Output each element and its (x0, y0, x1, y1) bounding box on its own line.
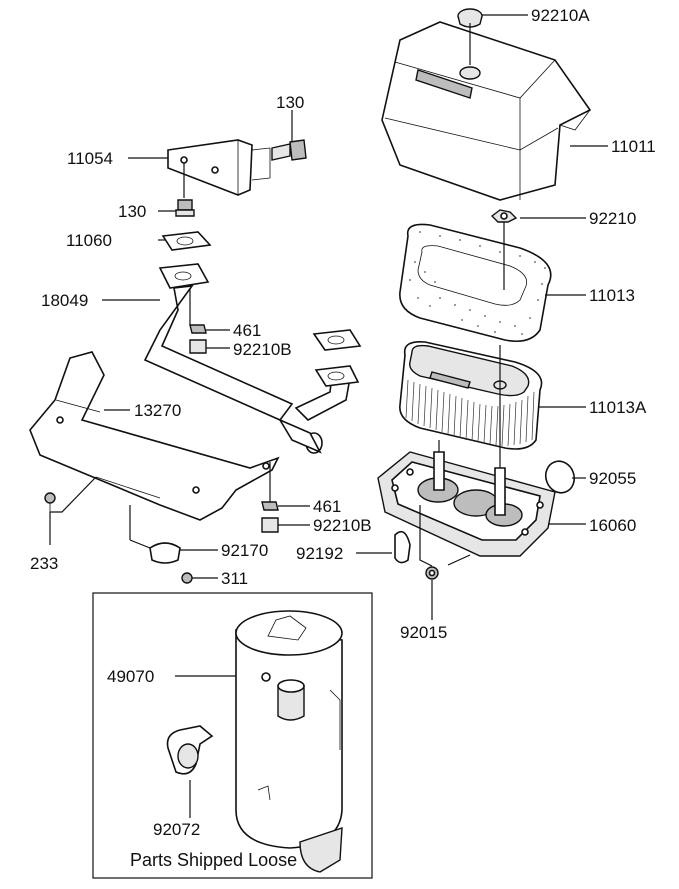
muffler-clamp (166, 725, 214, 775)
label-11054: 11054 (67, 149, 113, 168)
label-92210B-lower: 92210B (313, 516, 372, 535)
label-11060: 11060 (66, 231, 112, 250)
muffler (235, 610, 343, 873)
nut-311 (181, 572, 193, 584)
label-92210: 92210 (589, 209, 636, 228)
label-92192: 92192 (296, 544, 343, 563)
label-92170: 92170 (221, 541, 268, 560)
exhaust-bracket (167, 139, 271, 196)
label-311: 311 (221, 569, 248, 588)
clamp (149, 542, 181, 564)
label-92055: 92055 (589, 469, 636, 488)
bolt-bottom (175, 199, 195, 217)
label-16060: 16060 (589, 516, 636, 535)
air-cleaner-base (377, 440, 556, 557)
label-92210B-upper: 92210B (233, 340, 292, 359)
part-labels: 92210A 11011 130 11054 130 11060 92210 1… (30, 6, 656, 839)
label-11013A: 11013A (589, 398, 647, 417)
screw (44, 492, 56, 512)
label-233: 233 (30, 554, 58, 573)
breather-tube (394, 530, 411, 564)
leader-lines (49, 14, 608, 620)
bolt-top (271, 139, 307, 161)
exhaust-pipe (143, 263, 362, 454)
o-ring (544, 460, 576, 494)
nut-washer-upper (189, 324, 207, 354)
label-49070: 49070 (107, 667, 154, 686)
air-cleaner-cover (381, 21, 592, 201)
label-11013: 11013 (589, 286, 635, 305)
label-130-bottom: 130 (118, 202, 146, 221)
label-18049: 18049 (41, 291, 88, 310)
filter-pleats (405, 379, 535, 447)
nut-washer-lower (261, 501, 279, 533)
air-filter-element (399, 340, 543, 450)
pre-cleaner-foam (399, 223, 552, 343)
label-92210A: 92210A (531, 6, 590, 25)
label-461-upper: 461 (233, 321, 261, 340)
label-92015: 92015 (400, 623, 447, 642)
flange-nut (425, 566, 439, 580)
parts-shipped-loose-box: Parts Shipped Loose (92, 592, 373, 879)
exhaust-gasket (161, 231, 212, 251)
parts-shipped-loose-title: Parts Shipped Loose (130, 850, 297, 870)
label-461-lower: 461 (313, 497, 341, 516)
wing-nut (490, 209, 518, 223)
label-11011: 11011 (611, 137, 656, 156)
label-13270: 13270 (134, 401, 181, 420)
heat-shield (29, 351, 280, 521)
foam-texture (409, 231, 546, 335)
label-92072: 92072 (153, 820, 200, 839)
label-130-top: 130 (276, 93, 304, 112)
